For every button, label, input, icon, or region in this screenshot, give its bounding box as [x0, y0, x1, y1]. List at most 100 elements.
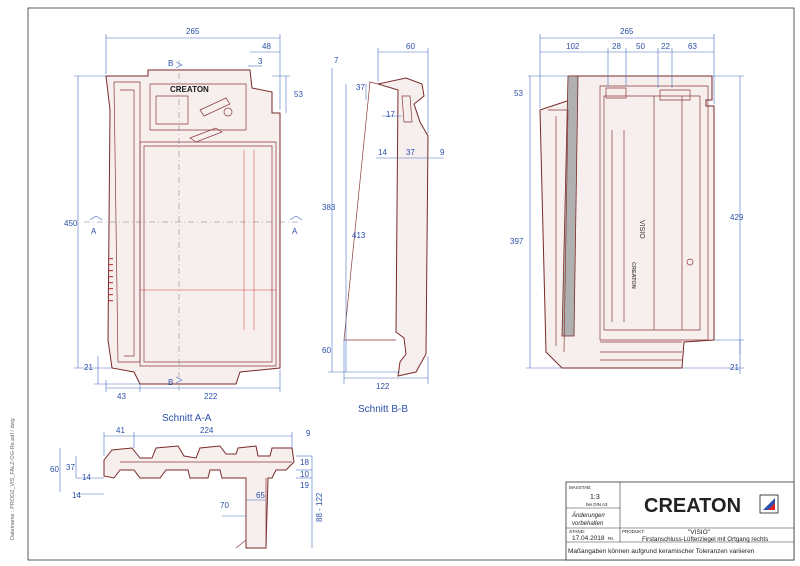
bb-rib — [401, 95, 413, 123]
rear-fixing-hole — [686, 258, 694, 266]
section-marker-b-bottom: B — [168, 378, 173, 387]
rear-dimensions: 265 102 28 50 22 63 53 397 429 21 — [510, 27, 744, 374]
bb-dim-60b: 60 — [322, 346, 331, 355]
bb-dim-37b: 37 — [406, 148, 415, 157]
aa-dim-9: 9 — [306, 429, 311, 438]
front-vent-flap — [199, 97, 231, 117]
front-main-face — [139, 141, 277, 367]
rear-dim-102: 102 — [566, 42, 580, 51]
rear-dim-28: 28 — [612, 42, 621, 51]
arrow-b-top — [175, 61, 183, 69]
front-vent-flap-2 — [189, 127, 223, 143]
front-vent-block — [149, 83, 247, 131]
rear-top-lugs — [605, 87, 691, 101]
section-marker-a-left: A — [91, 227, 97, 236]
aa-dim-14a: 14 — [82, 473, 91, 482]
rear-dim-429: 429 — [730, 213, 744, 222]
tb-product-name: "VISIO" — [688, 529, 711, 536]
bb-dim-7: 7 — [334, 56, 339, 65]
rear-dim-21: 21 — [730, 363, 739, 372]
rear-gray-rail — [561, 75, 579, 337]
front-fixing-hole — [223, 107, 233, 117]
rear-inner-frame — [603, 95, 701, 331]
aa-dim-37: 37 — [66, 463, 75, 472]
rear-stamp-visio: VISIO — [638, 220, 645, 239]
creaton-logo-mark-icon — [759, 494, 779, 514]
bb-dim-9: 9 — [440, 148, 445, 157]
aa-dim-19: 19 — [300, 481, 309, 490]
tb-product-desc: Firstanschluss-Lüfterziegel mit Ortgang … — [642, 536, 768, 543]
bb-dim-17: 17 — [386, 110, 395, 119]
caption-section-bb: Schnitt B-B — [358, 404, 408, 415]
rear-view: VISIO CREATON 265 102 28 50 22 63 53 397 — [510, 27, 744, 374]
front-left-groove — [120, 89, 135, 357]
front-dim-450: 450 — [64, 219, 78, 228]
aa-dimensions: 41 224 9 60 37 14 14 18 10 19 88 - 122 7… — [50, 426, 324, 548]
creaton-logo-text: CREATON — [644, 495, 741, 517]
front-dim-21: 21 — [84, 363, 93, 372]
front-hidden-lines — [140, 150, 276, 330]
arrow-b-bottom — [175, 376, 183, 384]
section-marker-b-top: B — [168, 59, 173, 68]
aa-dim-41: 41 — [116, 426, 125, 435]
bb-side-line — [343, 81, 396, 341]
aa-dim-60: 60 — [50, 465, 59, 474]
section-bb-view: 7 60 37 17 14 37 9 383 413 60 122 — [322, 42, 445, 391]
rear-stamp-creaton: CREATON — [630, 262, 636, 289]
rear-dim-265: 265 — [620, 27, 634, 36]
aa-dim-88-122: 88 - 122 — [315, 492, 324, 522]
rear-left-edge — [548, 109, 569, 353]
tb-changes-2: vorbehalten — [572, 521, 604, 527]
aa-dim-70: 70 — [220, 501, 229, 510]
front-dim-53: 53 — [294, 90, 303, 99]
tb-date: 17.04.2018 — [572, 535, 605, 542]
front-tile-outline — [105, 69, 281, 385]
tb-changes-1: Änderungen — [571, 512, 605, 519]
aa-dim-18: 18 — [300, 458, 309, 467]
bb-dim-413: 413 — [352, 231, 366, 240]
aa-dim-10: 10 — [300, 470, 309, 479]
front-dim-48: 48 — [262, 42, 271, 51]
rear-tile-outline — [539, 75, 715, 369]
arrow-a-left — [89, 215, 103, 221]
bb-dim-37: 37 — [356, 83, 365, 92]
front-edge-marks — [109, 258, 113, 302]
rear-dim-53: 53 — [514, 89, 523, 98]
aa-vertical-leg — [235, 478, 267, 549]
arrow-a-right — [289, 215, 303, 221]
rear-ribs — [611, 96, 683, 330]
bb-dim-60: 60 — [406, 42, 415, 51]
filename-note: Dateiname : PRODZ_VIS_FALZ-OG-Re.pdf / d… — [10, 418, 16, 540]
caption-section-aa: Schnitt A-A — [162, 413, 212, 424]
aa-profile-outline — [103, 445, 295, 549]
rear-dim-397: 397 — [510, 237, 524, 246]
front-view: CREATON B B A A 265 48 3 53 450 — [64, 27, 303, 401]
front-dim-265: 265 — [186, 27, 200, 36]
aa-dim-14b: 14 — [72, 491, 81, 500]
front-vent-slot-1 — [155, 95, 189, 125]
tb-scale-value: 1:3 — [590, 494, 600, 501]
front-logo-text: CREATON — [170, 85, 209, 94]
title-block: MASSTAB: 1:3 bei DIN A3 Änderungen vorbe… — [565, 481, 795, 561]
aa-dim-65: 65 — [256, 491, 265, 500]
bb-profile-outline — [377, 77, 429, 377]
rear-dim-63: 63 — [688, 42, 697, 51]
section-aa-view: 41 224 9 60 37 14 14 18 10 19 88 - 122 7… — [50, 426, 324, 549]
tb-scale-label: MASSTAB: — [569, 485, 591, 490]
tb-product-label: PRODUKT: — [622, 529, 645, 534]
bb-dim-122: 122 — [376, 382, 390, 391]
front-dim-222: 222 — [204, 392, 218, 401]
rear-dim-22: 22 — [661, 42, 670, 51]
tb-status-label: STAND: — [569, 529, 585, 534]
bb-dimensions: 7 60 37 17 14 37 9 383 413 60 122 — [322, 42, 445, 391]
section-marker-a-right: A — [292, 227, 298, 236]
front-dimensions: 265 48 3 53 450 21 43 222 — [64, 27, 303, 401]
rear-dim-50: 50 — [636, 42, 645, 51]
sheet-border — [27, 7, 795, 561]
aa-dim-224: 224 — [200, 426, 214, 435]
bb-dim-383: 383 — [322, 203, 336, 212]
front-dim-3: 3 — [258, 57, 263, 66]
bb-dim-14: 14 — [378, 148, 387, 157]
tb-scale-note: bei DIN A3 — [586, 502, 608, 507]
